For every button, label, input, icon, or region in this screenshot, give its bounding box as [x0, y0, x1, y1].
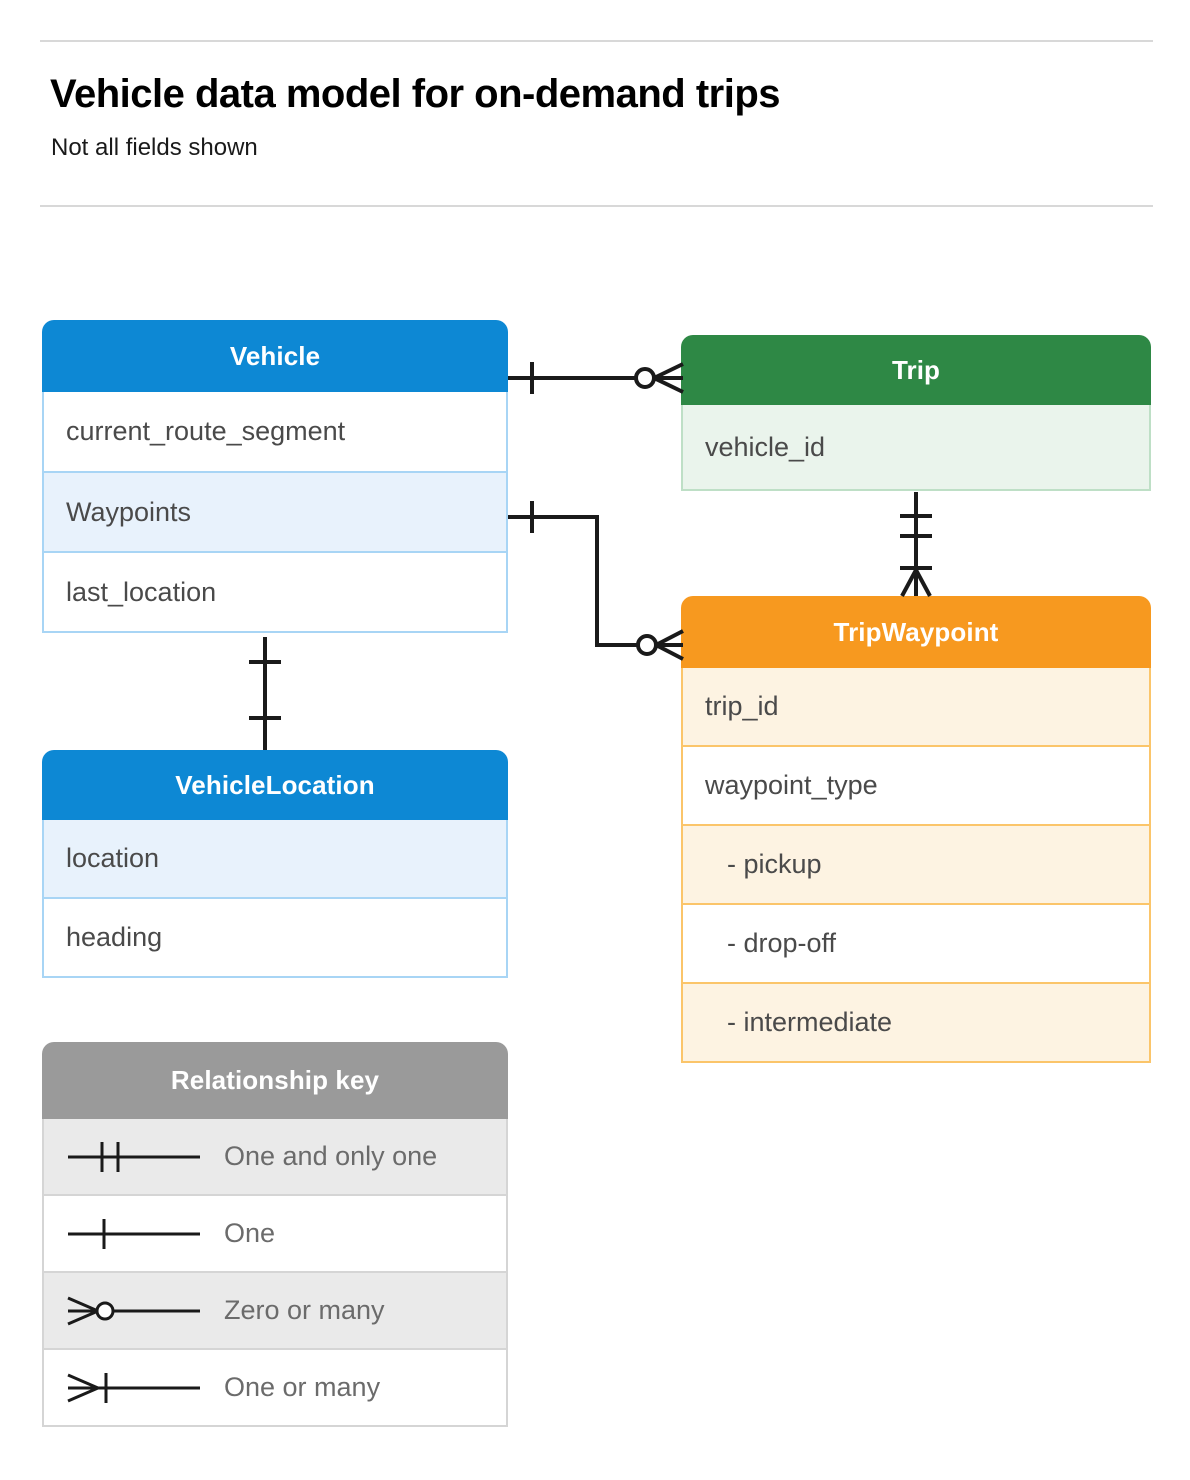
entity-tripwaypoint-field-trip-id[interactable]: trip_id	[681, 668, 1151, 747]
entity-vehicle[interactable]: Vehicle current_route_segment Waypoints …	[42, 320, 508, 633]
legend-label-one: One	[224, 1218, 276, 1248]
entity-tripwaypoint-title: TripWaypoint	[681, 596, 1151, 668]
connector-trip-to-tripwaypoint	[900, 492, 932, 597]
entity-tripwaypoint-field-waypoint-type[interactable]: waypoint_type	[681, 747, 1151, 826]
connector-vehicle-to-trip	[508, 362, 684, 394]
entity-vehicle-field-last-location[interactable]: last_location	[42, 553, 508, 633]
one-and-only-one-icon	[44, 1119, 224, 1194]
entity-vehiclelocation-field-heading[interactable]: heading	[42, 899, 508, 978]
entity-trip-title: Trip	[681, 335, 1151, 405]
one-icon	[44, 1196, 224, 1271]
legend-row-one: One	[42, 1196, 508, 1273]
zero-or-many-icon	[44, 1273, 224, 1348]
connector-vehicle-to-vehiclelocation	[249, 637, 281, 750]
legend-row-zero-or-many: Zero or many	[42, 1273, 508, 1350]
one-or-many-icon	[44, 1350, 224, 1425]
legend-label-one-and-only-one: One and only one	[224, 1141, 438, 1171]
entity-vehicle-field-current-route-segment[interactable]: current_route_segment	[42, 392, 508, 473]
legend-row-one-and-only-one: One and only one	[42, 1119, 508, 1196]
page-subtitle: Not all fields shown	[51, 134, 258, 161]
entity-tripwaypoint-field-pickup[interactable]: - pickup	[681, 826, 1151, 905]
entity-vehicle-title: Vehicle	[42, 320, 508, 392]
top-divider	[40, 40, 1153, 42]
legend-row-one-or-many: One or many	[42, 1350, 508, 1427]
entity-tripwaypoint-field-intermediate[interactable]: - intermediate	[681, 984, 1151, 1063]
entity-vehiclelocation-field-location[interactable]: location	[42, 820, 508, 899]
connector-waypoints-to-tripwaypoint	[508, 501, 684, 661]
entity-trip-field-vehicle-id[interactable]: vehicle_id	[681, 405, 1151, 491]
header-divider	[40, 205, 1153, 207]
page-title: Vehicle data model for on-demand trips	[50, 72, 781, 116]
legend-relationship-key: Relationship key One and only one One	[42, 1042, 508, 1427]
legend-label-one-or-many: One or many	[224, 1372, 381, 1402]
entity-trip[interactable]: Trip vehicle_id	[681, 335, 1151, 491]
legend-title: Relationship key	[42, 1042, 508, 1119]
entity-vehiclelocation-title: VehicleLocation	[42, 750, 508, 820]
entity-tripwaypoint[interactable]: TripWaypoint trip_id waypoint_type - pic…	[681, 596, 1151, 1063]
entity-vehicle-field-waypoints[interactable]: Waypoints	[42, 473, 508, 553]
entity-tripwaypoint-field-drop-off[interactable]: - drop-off	[681, 905, 1151, 984]
legend-label-zero-or-many: Zero or many	[224, 1295, 385, 1325]
entity-vehiclelocation[interactable]: VehicleLocation location heading	[42, 750, 508, 978]
